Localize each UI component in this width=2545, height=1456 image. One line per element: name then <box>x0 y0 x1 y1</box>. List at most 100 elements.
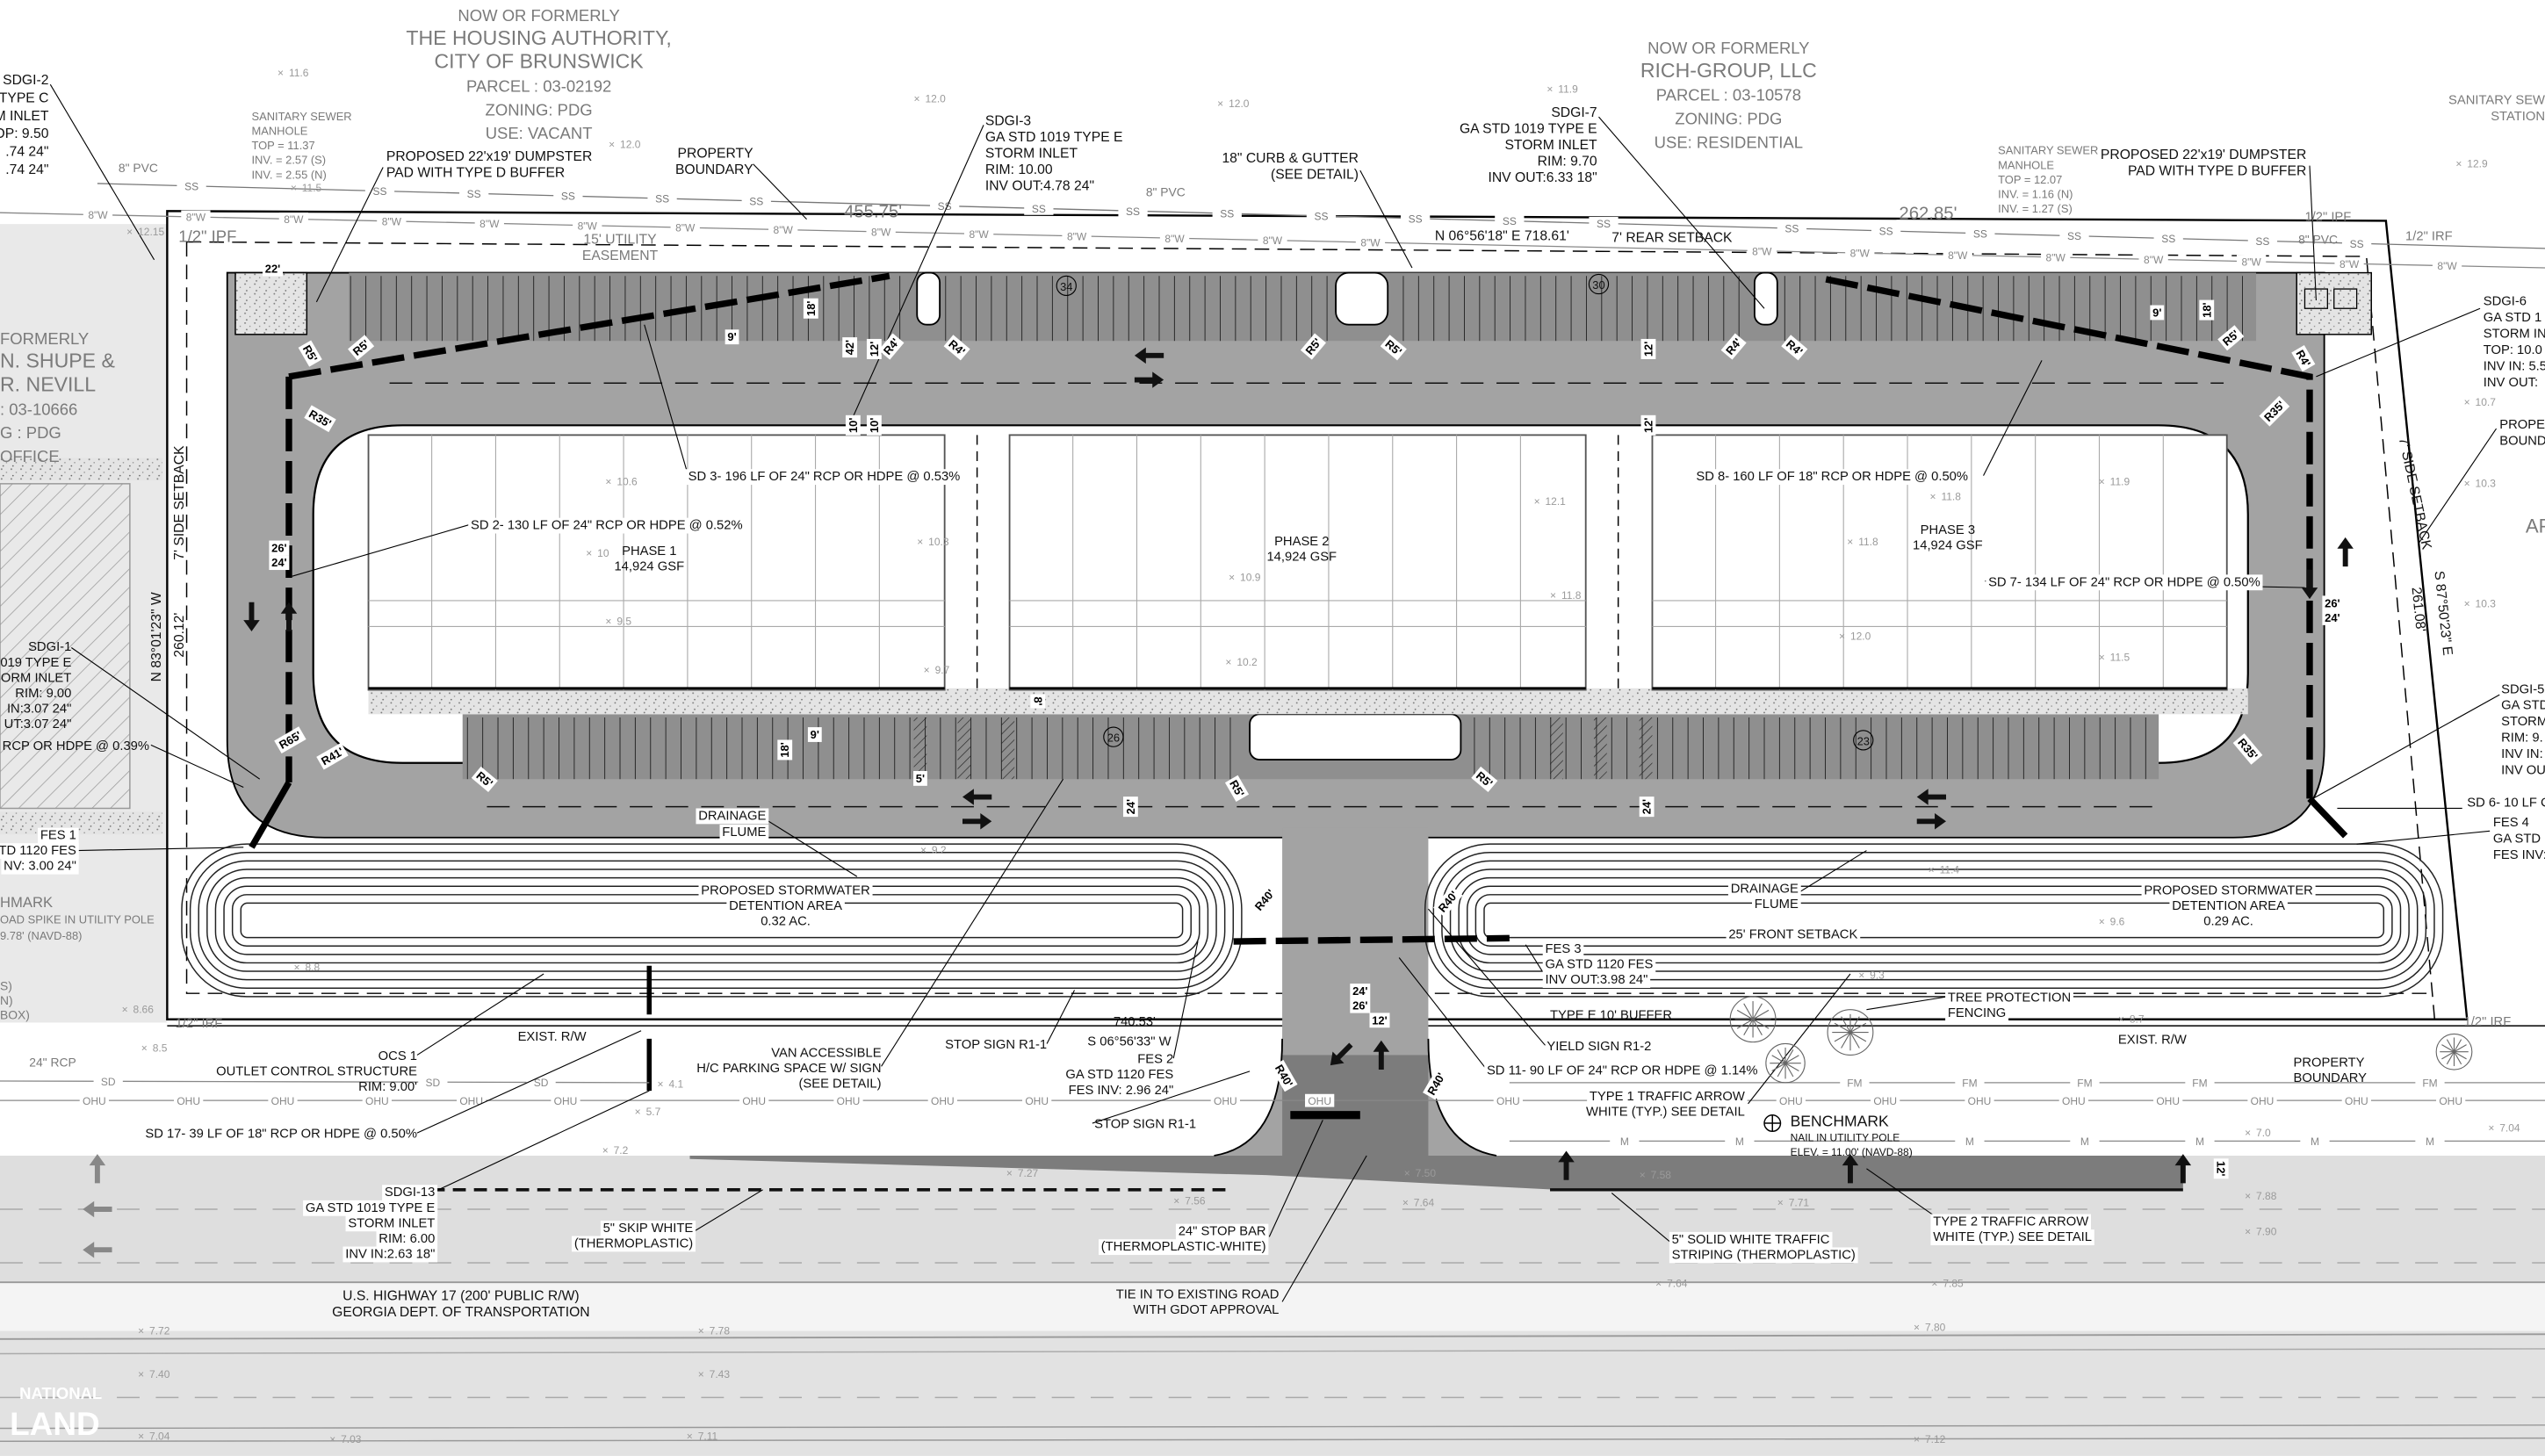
spot-elevation-mark-icon: × <box>1777 1196 1784 1208</box>
fes-2-label: GA STD 1120 FES <box>1065 1068 1173 1082</box>
spot-elevation-group: ×7.43 <box>698 1368 731 1380</box>
west-misc-group: S)N)BOX) <box>0 978 30 1021</box>
label-background <box>1175 1223 1269 1240</box>
water-line-type-label: 8"W <box>578 220 598 232</box>
fes-4-label: FES INV: <box>2493 848 2545 862</box>
dimension-label: 22' <box>265 263 280 276</box>
label-background <box>866 338 882 359</box>
sanitary-sewer-line-type-label: SS <box>561 191 575 203</box>
spot-elevation-group: ×7.11 <box>687 1430 718 1442</box>
line-label-background <box>2041 250 2071 264</box>
sd-3-group: SD 3- 196 LF OF 24" RCP OR HDPE @ 0.53% <box>685 469 963 486</box>
sanitary-sewer-line-type-label: SS <box>1503 215 1517 227</box>
spot-elevation-label: 12.0 <box>1850 630 1871 642</box>
line-label-background <box>181 210 211 224</box>
tie-in-label: WITH GDOT APPROVAL <box>1133 1303 1279 1317</box>
rich-group-label: NOW OR FORMERLY <box>1647 39 1809 57</box>
water-line-type-label: 8"W <box>969 228 989 241</box>
stop-sign-south-label: STOP SIGN R1-1 <box>1094 1118 1196 1132</box>
label-background <box>1640 414 1656 436</box>
pin-ne-label: 1/2" IRF <box>2405 230 2453 244</box>
spot-elevation-label: 12.0 <box>620 138 641 150</box>
label-background <box>2169 898 2288 914</box>
skip-white-label: (THERMOPLASTIC) <box>574 1236 693 1251</box>
exist-rw-west-group: EXIST. R/W <box>518 1030 587 1044</box>
spot-elevation-label: 7.50 <box>1416 1167 1437 1179</box>
line-label-background <box>1493 1093 1523 1107</box>
north-dist-west-label: 455.75' <box>844 203 902 222</box>
drainage-flume-east-label: DRAINAGE <box>1731 883 1799 897</box>
spot-elevation-mark-icon: × <box>2118 1013 2124 1025</box>
dimension-group: 26' <box>1350 998 1371 1013</box>
pin-n-group: 1/2" IPF <box>2304 210 2351 224</box>
sdgi-2-label: .74 24" <box>5 162 48 177</box>
spot-elevation-label: 7.72 <box>149 1324 170 1337</box>
line-label-background <box>1210 1093 1240 1107</box>
van-accessible-label: (SEE DETAIL) <box>798 1077 881 1091</box>
label-background <box>348 335 375 361</box>
water-line-type-label: 8"W <box>1164 233 1185 245</box>
spot-elevation-mark-icon: × <box>1914 1322 1920 1334</box>
sdgi-5-label: STORM <box>2501 715 2545 729</box>
spot-elevation-label: 11.5 <box>2110 651 2130 663</box>
gas-line-type-label: M <box>1735 1135 1744 1148</box>
housing-authority-label: ZONING: PDG <box>486 100 593 119</box>
label-background <box>878 333 905 360</box>
label-background <box>572 1236 696 1252</box>
pin-sw-label: 1/2" IRF <box>176 1017 223 1031</box>
benchmark-label: NAIL IN UTILITY POLE <box>1791 1131 1900 1143</box>
storm-line-existing-type-label: SD <box>101 1076 116 1088</box>
label-background <box>376 1230 438 1247</box>
sanitary-manhole-1-label: MANHOLE <box>251 124 307 137</box>
spot-elevation-mark-icon: × <box>1931 1278 1937 1290</box>
spot-elevation-group: ×10.6 <box>605 476 638 488</box>
spot-elevation-mark-icon: × <box>1914 1433 1920 1445</box>
water-line-type-label: 8"W <box>675 222 696 234</box>
gas-line-type-label: M <box>1620 1135 1629 1148</box>
dimension-group: 12' <box>1640 414 1656 436</box>
spot-elevation-mark-icon: × <box>2099 476 2105 488</box>
spot-elevation-group: ×12.0 <box>914 93 947 105</box>
line-label-background <box>377 214 407 228</box>
spot-elevation-label: 7.88 <box>2256 1190 2277 1202</box>
radius-group: R5' <box>2217 325 2245 351</box>
west-neighbor-sidewalk-south <box>0 811 162 835</box>
rich-group-label: RICH-GROUP, LLC <box>1640 59 1817 82</box>
label-background <box>1542 972 1651 989</box>
sanitary-sewer-line-type-label: SS <box>1220 208 1234 220</box>
spot-elevation-label: 7.64 <box>1414 1196 1435 1208</box>
line-label-background <box>1589 217 1619 230</box>
exist-rw-west-label: EXIST. R/W <box>518 1030 587 1044</box>
dimension-label: 12' <box>868 342 881 357</box>
spot-elevation-mark-icon: × <box>2245 1226 2251 1238</box>
spot-elevation-mark-icon: × <box>2245 1127 2251 1139</box>
spot-elevation-group: ×12.0 <box>1217 97 1250 110</box>
dimension-label: 12' <box>1372 1013 1387 1027</box>
housing-authority-label: PARCEL : 03-02192 <box>466 77 611 96</box>
sanitary-sewer-line-type-label: SS <box>2067 230 2081 242</box>
sdgi-1-label: ORM INLET <box>1 671 71 685</box>
sanitary-manhole-1-label: INV. = 2.57 (S) <box>251 154 326 167</box>
sdgi-1-label: UT:3.07 24" <box>4 717 72 732</box>
line-label-background <box>930 199 960 213</box>
west-misc-label: BOX) <box>0 1008 30 1022</box>
overhead-utility-line-type-label: OHU <box>177 1095 200 1107</box>
force-main-line-type-label: FM <box>2422 1077 2437 1089</box>
line-label-background <box>1840 1076 1870 1090</box>
label-background <box>1693 469 1971 486</box>
water-line-type-label: 8"W <box>2437 260 2457 272</box>
sd-17-label: SD 17- 39 LF OF 18" RCP OR HDPE @ 0.50% <box>145 1128 417 1142</box>
dimension-label: 12' <box>2215 1161 2228 1176</box>
sd-11-label: SD 11- 90 LF OF 24" RCP OR HDPE @ 1.14% <box>1487 1064 1758 1078</box>
label-background <box>758 913 813 930</box>
dimension-label: 5' <box>916 772 925 785</box>
